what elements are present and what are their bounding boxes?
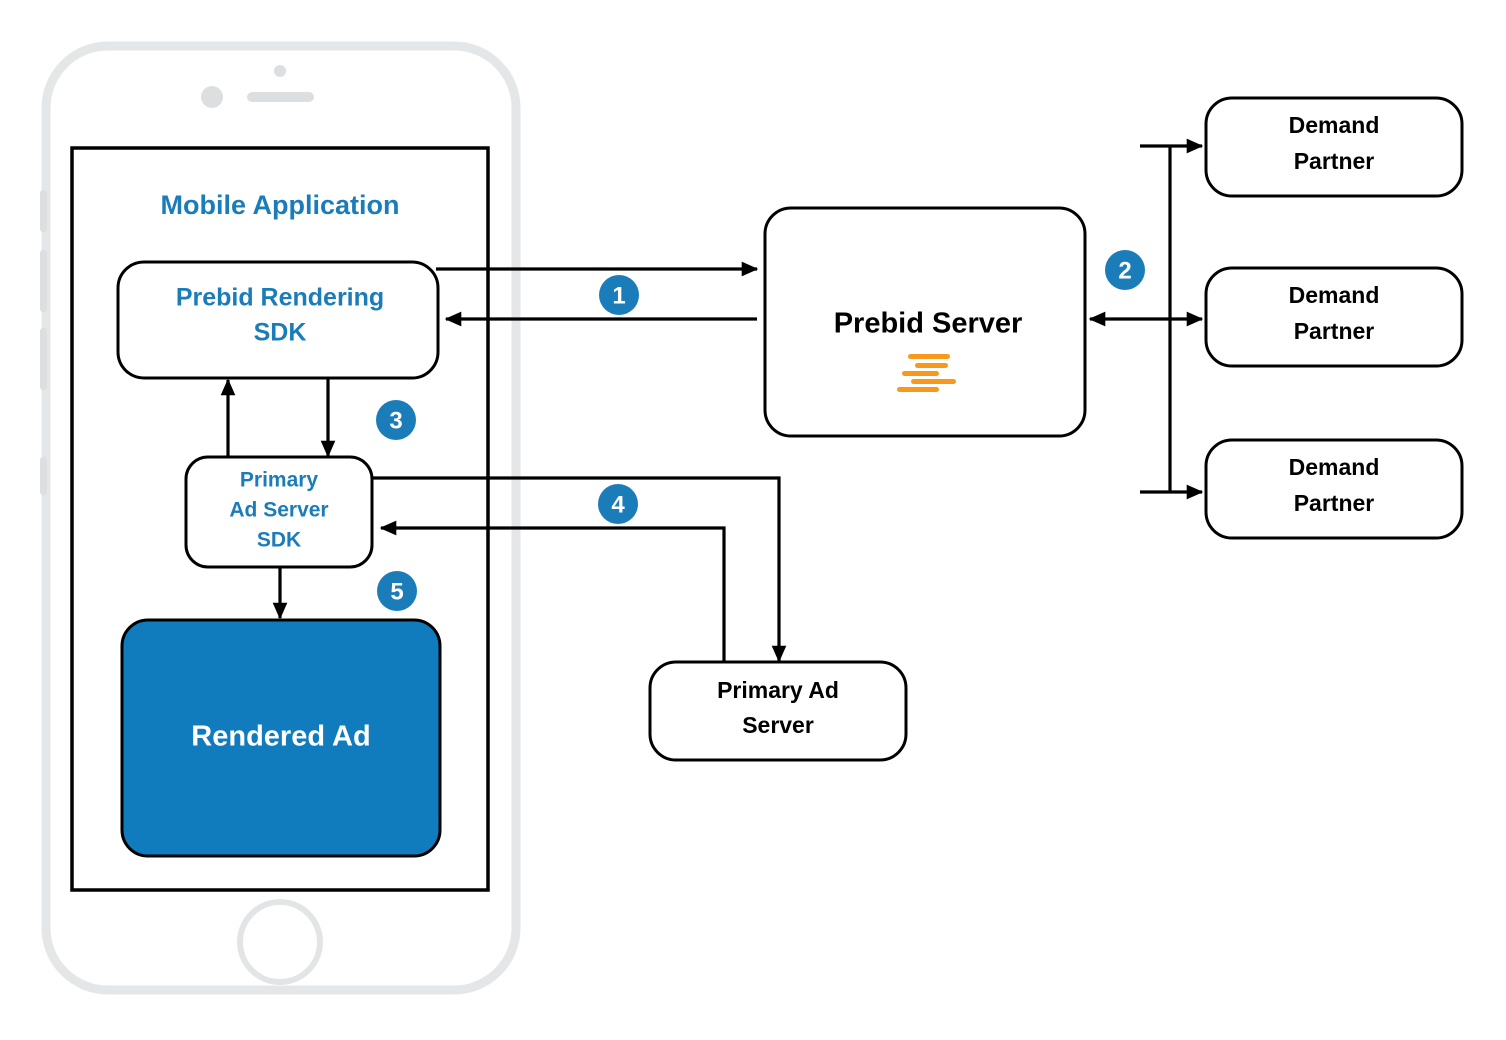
node-prebid-server[interactable]: Prebid Server: [763, 206, 1087, 438]
step-1-number: 1: [612, 283, 625, 310]
node-rendered-ad[interactable]: Rendered Ad: [120, 618, 442, 858]
rendered-ad-box[interactable]: [120, 618, 442, 858]
arrow-primary-ad-server-to-primary-sdk: [379, 520, 726, 661]
node-demand-partner-1[interactable]: Demand Partner: [1204, 96, 1464, 198]
phone-front-sensor-icon: [274, 65, 286, 77]
step-3-badge-circle: [376, 400, 416, 440]
connector-step-4: [370, 476, 787, 663]
node-primary-ad-server[interactable]: Primary Ad Server: [648, 660, 908, 762]
step-2-badge-circle: [1105, 250, 1145, 290]
connector-step-1: [436, 261, 759, 327]
step-badge-1: 1: [599, 275, 639, 315]
prebid-server-box[interactable]: [763, 206, 1087, 438]
step-2-number: 2: [1118, 258, 1131, 285]
primary-ad-server-sdk-box[interactable]: [184, 455, 374, 569]
node-demand-partner-3[interactable]: Demand Partner: [1204, 438, 1464, 540]
demand-partner-3-box[interactable]: [1204, 438, 1464, 540]
demand-partner-3-label-line1: Demand: [1289, 454, 1380, 480]
connector-step-3: [220, 376, 336, 460]
demand-partner-1-label-line2: Partner: [1294, 148, 1375, 174]
node-demand-partner-2[interactable]: Demand Partner: [1204, 266, 1464, 368]
connector-step-2: [1088, 138, 1204, 500]
phone-front-camera-icon: [201, 86, 223, 108]
prebid-rendering-sdk-label-line2: SDK: [254, 319, 307, 347]
prebid-rendering-sdk-box[interactable]: [116, 260, 440, 380]
phone-earpiece-speaker: [247, 92, 314, 102]
screen-title: Mobile Application: [161, 190, 400, 220]
arrow-primary-sdk-to-primary-ad-server: [370, 476, 787, 663]
primary-ad-server-sdk-label-line2: Ad Server: [229, 499, 328, 522]
prebid-logo-icon: [897, 354, 956, 392]
step-1-badge-circle: [599, 275, 639, 315]
step-4-number: 4: [611, 492, 625, 519]
step-badge-5: 5: [377, 571, 417, 611]
step-4-badge-circle: [598, 484, 638, 524]
prebid-rendering-sdk-label-line1: Prebid Rendering: [176, 284, 384, 312]
rendered-ad-label: Rendered Ad: [191, 721, 370, 753]
primary-ad-server-label-line2: Server: [742, 712, 814, 738]
step-badge-2: 2: [1105, 250, 1145, 290]
demand-partner-1-label-line1: Demand: [1289, 112, 1380, 138]
phone-side-button: [40, 457, 47, 495]
primary-ad-server-sdk-label-line3: SDK: [257, 529, 301, 552]
demand-partner-2-box[interactable]: [1204, 266, 1464, 368]
step-3-number: 3: [389, 408, 402, 435]
primary-ad-server-label-line1: Primary Ad: [717, 677, 839, 703]
node-prebid-rendering-sdk[interactable]: Prebid Rendering SDK: [116, 260, 440, 380]
step-badge-4: 4: [598, 484, 638, 524]
primary-ad-server-sdk-label-line1: Primary: [240, 469, 319, 492]
prebid-server-label: Prebid Server: [834, 308, 1023, 340]
phone-home-button[interactable]: [237, 899, 323, 985]
demand-partner-1-box[interactable]: [1204, 96, 1464, 198]
phone-volume-down-button: [40, 328, 47, 390]
node-primary-ad-server-sdk[interactable]: Primary Ad Server SDK: [184, 455, 374, 569]
step-5-badge-circle: [377, 571, 417, 611]
demand-partner-3-label-line2: Partner: [1294, 490, 1375, 516]
phone-mute-switch: [40, 190, 47, 232]
step-badge-3: 3: [376, 400, 416, 440]
phone-volume-up-button: [40, 250, 47, 312]
primary-ad-server-box[interactable]: [648, 660, 908, 762]
step-5-number: 5: [390, 579, 403, 606]
demand-partner-2-label-line2: Partner: [1294, 318, 1375, 344]
demand-partner-2-label-line1: Demand: [1289, 282, 1380, 308]
